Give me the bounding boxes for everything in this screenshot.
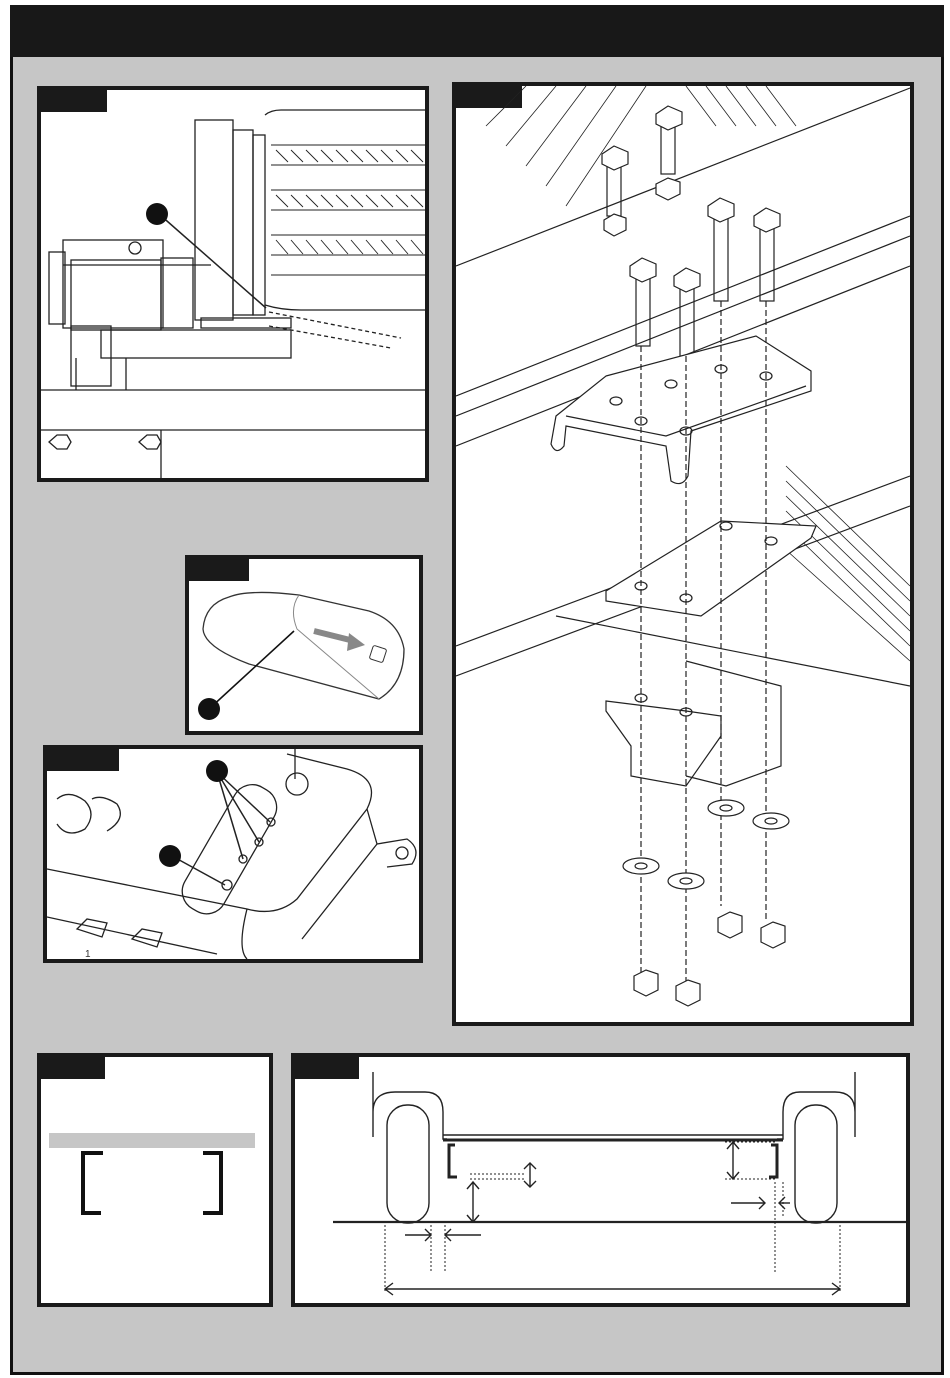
bracket-drawing (456, 86, 910, 1022)
callout-dot (198, 698, 220, 720)
callout-dot (159, 845, 181, 867)
panel-channel-profile (37, 1053, 273, 1307)
clearance-drawing (295, 1057, 906, 1303)
board-drawing: 1 (47, 749, 419, 959)
panel-rail-clearance-dimensions (291, 1053, 910, 1307)
channel-drawing (41, 1057, 269, 1303)
title-bar (10, 5, 944, 57)
callout-dot (206, 760, 228, 782)
panel-remote-control (185, 555, 423, 735)
panel-mounting-bracket-exploded (452, 82, 914, 1026)
pcb-marking: 1 (85, 949, 91, 959)
remote-drawing (189, 559, 419, 731)
panel-control-board: 1 (43, 745, 423, 963)
opener-drawing (41, 90, 425, 478)
callout-dot (146, 203, 168, 225)
panel-opener-detail (37, 86, 429, 482)
track-bar (49, 1133, 255, 1148)
